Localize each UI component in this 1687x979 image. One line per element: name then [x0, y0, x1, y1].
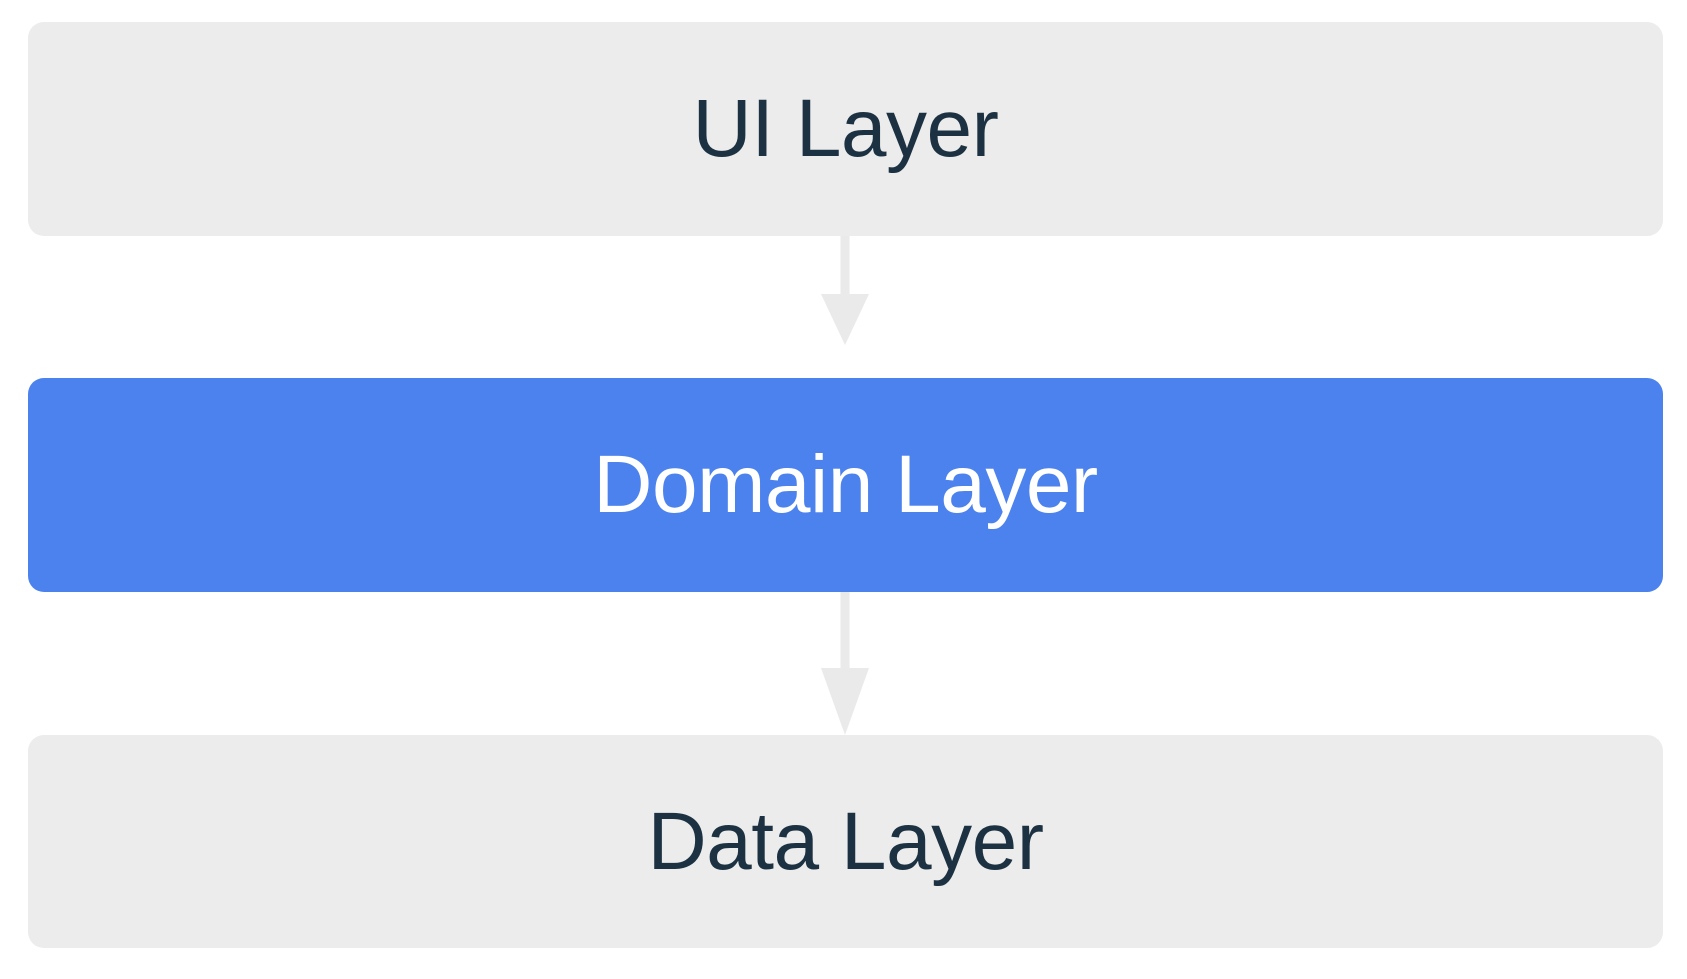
- node-ui-layer-label: UI Layer: [692, 83, 999, 174]
- edge-domain-to-data: [821, 592, 869, 735]
- edge-ui-to-domain: [821, 236, 869, 345]
- node-ui-layer[interactable]: UI Layer: [28, 22, 1663, 236]
- node-domain-layer[interactable]: Domain Layer: [28, 378, 1663, 592]
- edge-ui-to-domain-arrowhead: [821, 294, 869, 345]
- node-data-layer-label: Data Layer: [647, 795, 1044, 887]
- edge-domain-to-data-arrowhead: [821, 668, 869, 735]
- node-data-layer[interactable]: Data Layer: [28, 735, 1663, 948]
- node-domain-layer-label: Domain Layer: [593, 439, 1098, 530]
